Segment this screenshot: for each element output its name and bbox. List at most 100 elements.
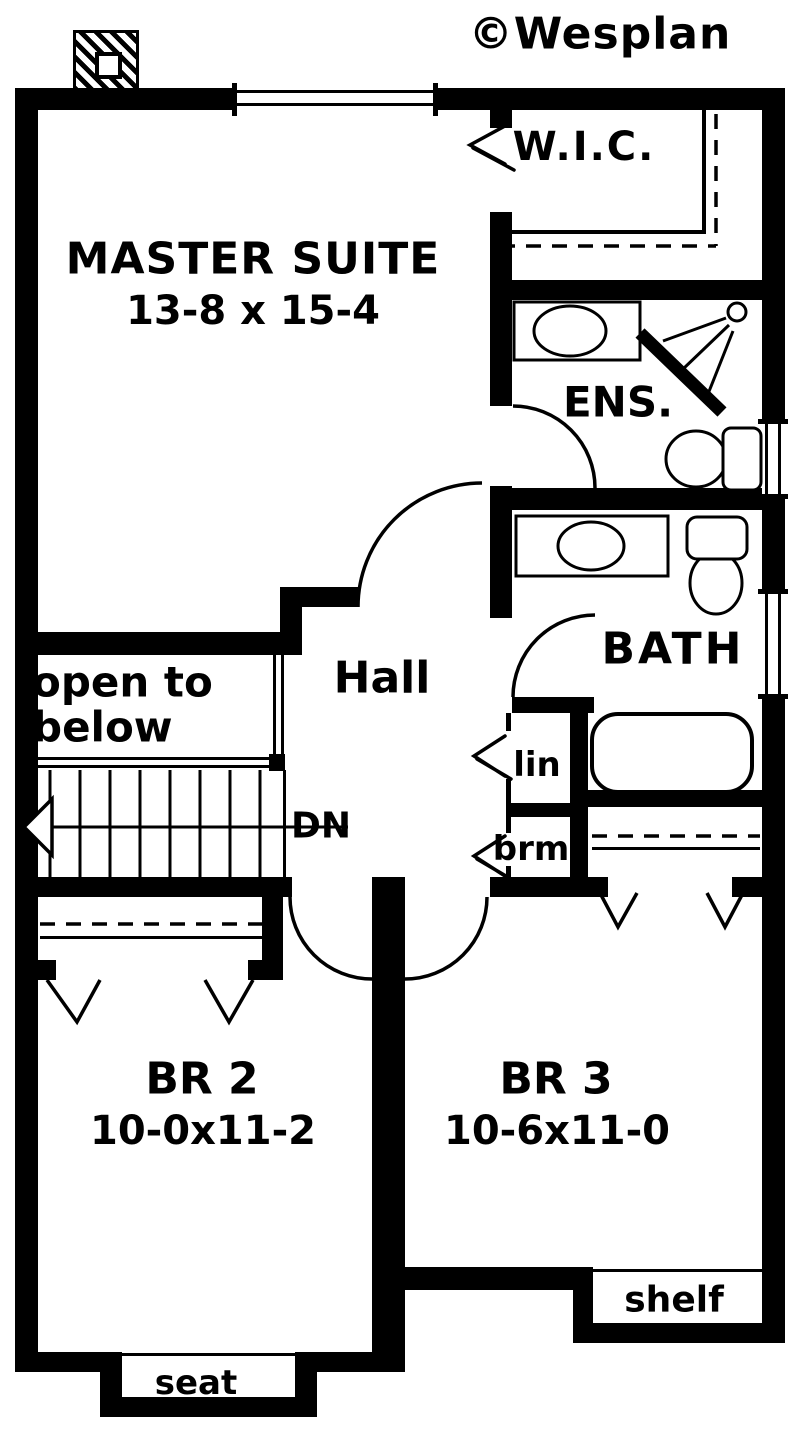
bath-toilet-bowl <box>688 550 744 616</box>
room-dims-br3: 10-6x11-0 <box>444 1108 670 1154</box>
shower-spray-3 <box>706 330 735 395</box>
bath-toilet-tank <box>685 515 749 561</box>
br2closet-left-thin <box>32 895 38 965</box>
opening-arrows <box>466 124 516 881</box>
door-arc-ensuite <box>512 404 597 489</box>
wall-master-hall <box>490 212 512 406</box>
room-label-br2: BR 2 <box>145 1053 259 1105</box>
window-shelf-tick-l <box>608 1324 613 1337</box>
open-below-edge-1 <box>273 655 276 758</box>
wall-wic-stub <box>490 110 512 128</box>
shower-spray-1 <box>662 316 727 343</box>
wall-lin-tub <box>570 713 588 877</box>
window-top-tick-r <box>433 83 438 116</box>
window-bath-tick-t <box>758 589 788 594</box>
room-label-bath: BATH <box>601 623 745 675</box>
shelf-front-line <box>593 1269 763 1272</box>
seat-front-line <box>122 1353 297 1356</box>
stairs-right-edge <box>283 770 286 877</box>
lin-front-upper <box>506 713 511 731</box>
wall-master-bottom-east <box>280 587 358 607</box>
window-ens-line1 <box>765 422 768 498</box>
rail-post-left <box>15 754 29 771</box>
lin-front-lower <box>506 779 511 803</box>
lin-arrow-icon <box>470 734 513 781</box>
br2-bifold-right <box>203 979 255 1026</box>
wall-br2closet-stub-right <box>248 960 283 980</box>
window-seat-line2 <box>130 1408 290 1411</box>
wall-master-bottom <box>15 632 282 655</box>
window-shelf-line1 <box>612 1327 748 1330</box>
room-label-br3: BR 3 <box>499 1053 613 1105</box>
copyright-text: ©Wesplan <box>468 8 732 60</box>
stairs <box>21 770 348 877</box>
room-dims-master: 13-8 x 15-4 <box>126 288 380 334</box>
chimney-flue <box>95 52 122 79</box>
window-top-line1 <box>235 90 435 93</box>
shower-enclosure-wall <box>635 328 727 417</box>
door-arc-bath <box>511 613 596 698</box>
door-arc-br2 <box>288 896 373 981</box>
wall-br2-bottom-left <box>15 1352 105 1372</box>
br2-bifold-left <box>45 978 102 1026</box>
open-to-below-line2: below <box>32 702 173 752</box>
door-arcs <box>288 404 597 981</box>
wic-side-thin <box>702 110 706 234</box>
wall-ens-bath <box>512 488 762 510</box>
wic-arrow-icon <box>466 124 516 172</box>
rail-line-1 <box>15 757 285 760</box>
window-shelf-tick-r <box>747 1324 752 1337</box>
br3closet-shelf-line <box>592 847 760 850</box>
wall-left <box>15 88 38 1372</box>
wall-top-left <box>15 88 235 110</box>
window-seat-label: seat <box>154 1363 238 1403</box>
shower-head <box>726 301 748 323</box>
window-seat-tick-r <box>288 1397 293 1411</box>
broom-closet-label: brm <box>492 829 570 869</box>
linen-closet-label: lin <box>513 745 561 785</box>
door-arc-master <box>356 481 483 608</box>
rail-post-right <box>269 754 285 771</box>
wall-hall-stub <box>490 486 512 618</box>
wall-ens-top <box>512 280 762 300</box>
window-ens-tick-t <box>758 419 788 424</box>
door-arc-br3 <box>404 896 489 981</box>
rail-line-2 <box>15 765 285 768</box>
bifold-doors <box>45 892 745 1026</box>
brm-arrow-icon <box>470 834 513 881</box>
window-seat-line1 <box>130 1400 290 1403</box>
br3-bifold-left <box>598 892 639 931</box>
room-dims-br2: 10-0x11-2 <box>90 1108 316 1154</box>
wall-top-right <box>435 88 785 110</box>
ens-toilet-bowl <box>664 429 728 489</box>
br3-bifold-right <box>705 892 745 931</box>
window-bath-line1 <box>765 592 768 697</box>
stair-arrow-head <box>21 794 54 860</box>
ens-toilet-tank <box>721 426 763 492</box>
open-to-below-line1: open to <box>32 657 213 707</box>
bathtub <box>590 712 754 794</box>
ens-sink <box>532 304 608 358</box>
window-seat-tick-l <box>126 1397 131 1411</box>
wall-right-mid <box>762 498 785 592</box>
brm-front-lower <box>506 866 511 877</box>
closet-rods <box>40 114 760 926</box>
bath-sink <box>556 520 626 572</box>
window-top-line2 <box>235 103 435 106</box>
ensuite-fixtures <box>512 300 763 492</box>
window-ens-line2 <box>778 422 781 498</box>
wic-bottom-thin <box>512 230 706 234</box>
room-label-master: MASTER SUITE <box>65 233 441 285</box>
wall-stairs-bottom <box>15 877 292 897</box>
wall-br2closet-right <box>262 895 283 980</box>
window-ens-tick-b <box>758 494 788 499</box>
bathroom-fixtures <box>514 514 754 794</box>
wall-br3-bottom <box>372 1267 593 1290</box>
room-label-ensuite: ENS. <box>562 377 674 427</box>
brm-front-upper <box>506 817 511 833</box>
window-bath-tick-b <box>758 694 788 699</box>
open-below-edge-2 <box>281 655 284 758</box>
window-top-tick-l <box>232 83 237 116</box>
shower-spray-2 <box>680 323 731 372</box>
